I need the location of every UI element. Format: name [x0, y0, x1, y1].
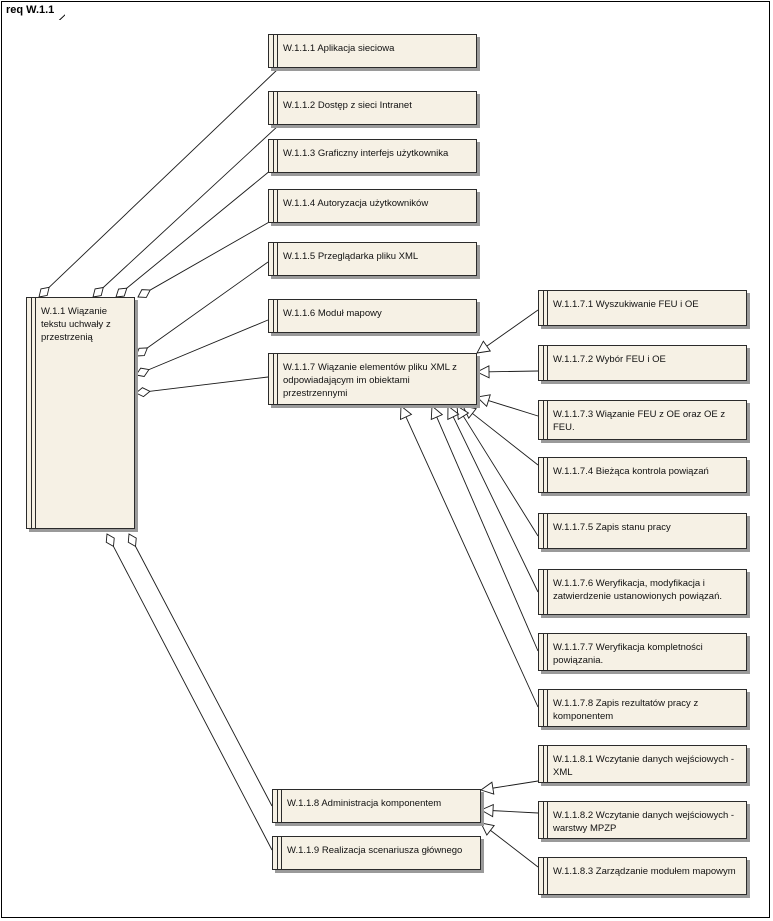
requirement-w-1-1-8-2[interactable]: W.1.1.8.2 Wczytanie danych wejściowych -…	[538, 801, 747, 839]
requirement-label: W.1.1.7.4 Bieżąca kontrola powiązań	[553, 466, 709, 477]
requirement-w-1-1-7-1[interactable]: W.1.1.7.1 Wyszukiwanie FEU i OE	[538, 290, 747, 326]
requirement-w-1-1-7[interactable]: W.1.1.7 Wiązanie elementów pliku XML z o…	[268, 353, 477, 405]
requirement-label: W.1.1.8.3 Zarządzanie modułem mapowym	[553, 866, 736, 877]
refinement-line	[488, 400, 539, 417]
requirement-label: W.1.1.7 Wiązanie elementów pliku XML z o…	[283, 362, 457, 399]
refinement-line	[492, 810, 539, 814]
requirement-label: W.1.1.8 Administracja komponentem	[287, 798, 442, 809]
requirement-w-1-1-6[interactable]: W.1.1.6 Moduł mapowy	[268, 299, 477, 333]
aggregation-line	[147, 261, 269, 349]
refine-arrowhead	[475, 365, 490, 379]
requirement-w-1-1-7-6[interactable]: W.1.1.7.6 Weryfikacja, modyfikacja i zat…	[538, 569, 747, 615]
diagram-title: req W.1.1	[6, 4, 55, 16]
requirement-w-1-1-1[interactable]: W.1.1.1 Aplikacja sieciowa	[268, 34, 477, 68]
aggregation-line	[126, 169, 272, 289]
requirement-label: W.1.1.4 Autoryzacja użytkowników	[283, 198, 429, 209]
requirement-label: W.1.1.7.3 Wiązanie FEU z OE oraz OE z FE…	[553, 409, 726, 433]
requirement-label: W.1.1.7.6 Weryfikacja, modyfikacja i zat…	[553, 578, 722, 602]
requirement-label: W.1.1.7.8 Zapis rezultatów pracy z kompo…	[553, 698, 699, 722]
frame-tab	[1, 1, 65, 20]
refinement-line	[486, 309, 539, 347]
aggregation-line	[149, 220, 272, 291]
aggregation-line	[48, 67, 280, 288]
requirement-w-1-1-7-3[interactable]: W.1.1.7.3 Wiązanie FEU z OE oraz OE z FE…	[538, 400, 747, 440]
requirement-label: W.1.1.7.1 Wyszukiwanie FEU i OE	[553, 299, 699, 310]
requirement-w-1-1-3[interactable]: W.1.1.3 Graficzny interfejs użytkownika	[268, 139, 477, 173]
refinement-line	[436, 416, 539, 652]
refinement-line	[472, 413, 539, 466]
requirement-w-1-1-5[interactable]: W.1.1.5 Przeglądarka pliku XML	[268, 242, 477, 276]
requirement-label: W.1.1 Wiązanie tekstu uchwały z przestrz…	[41, 306, 111, 343]
aggregation-diamond	[38, 286, 50, 298]
refinement-line	[405, 416, 539, 708]
refinement-line	[462, 415, 539, 537]
requirement-label: W.1.1.5 Przeglądarka pliku XML	[283, 251, 419, 262]
requirement-w-1-1-8-3[interactable]: W.1.1.8.3 Zarządzanie modułem mapowym	[538, 857, 747, 895]
refine-arrowhead	[479, 803, 494, 818]
requirement-label: W.1.1.7.7 Weryfikacja kompletności powią…	[553, 642, 703, 666]
requirement-label: W.1.1.6 Moduł mapowy	[283, 308, 382, 319]
aggregation-line	[135, 546, 273, 807]
requirement-label: W.1.1.1 Aplikacja sieciowa	[283, 43, 395, 54]
aggregation-diamond	[105, 533, 115, 548]
requirement-w-1-1-7-8[interactable]: W.1.1.7.8 Zapis rezultatów pracy z kompo…	[538, 689, 747, 727]
refine-arrowhead	[476, 394, 491, 408]
refine-arrowhead	[456, 405, 470, 421]
aggregation-diamond	[127, 533, 137, 548]
requirement-w-1-1-8-1[interactable]: W.1.1.8.1 Wczytanie danych wejściowych -…	[538, 745, 747, 783]
aggregation-diamond	[135, 367, 150, 377]
aggregation-diamond	[135, 387, 151, 398]
requirement-w-1-1-7-5[interactable]: W.1.1.7.5 Zapis stanu pracy	[538, 513, 747, 549]
aggregation-diamond	[137, 289, 151, 298]
aggregation-line	[148, 319, 269, 371]
refine-arrowhead	[480, 781, 495, 795]
refine-arrowhead	[476, 340, 492, 354]
requirement-label: W.1.1.3 Graficzny interfejs użytkownika	[283, 148, 449, 159]
requirement-w-1-1-7-2[interactable]: W.1.1.7.2 Wybór FEU i OE	[538, 345, 747, 381]
requirement-label: W.1.1.7.5 Zapis stanu pracy	[553, 522, 671, 533]
refinement-line	[492, 780, 539, 789]
requirement-label: W.1.1.8.1 Wczytanie danych wejściowych -…	[553, 754, 735, 778]
requirement-w-1-1-7-4[interactable]: W.1.1.7.4 Bieżąca kontrola powiązań	[538, 457, 747, 493]
requirement-w-1-1-8[interactable]: W.1.1.8 Administracja komponentem	[272, 789, 481, 823]
aggregation-diamond	[135, 347, 149, 357]
requirement-w-1-1-7-7[interactable]: W.1.1.7.7 Weryfikacja kompletności powią…	[538, 633, 747, 671]
aggregation-line	[113, 546, 273, 851]
requirement-w-1-1-9[interactable]: W.1.1.9 Realizacja scenariusza głównego	[272, 836, 481, 870]
requirement-w-1-1-2[interactable]: W.1.1.2 Dostęp z sieci Intranet	[268, 91, 477, 125]
aggregation-line	[102, 124, 280, 288]
aggregation-diamond	[92, 286, 104, 298]
requirement-w-1-1-4[interactable]: W.1.1.4 Autoryzacja użytkowników	[268, 189, 477, 223]
refinement-line	[490, 829, 539, 868]
aggregation-diamond	[115, 287, 128, 298]
aggregation-line	[149, 376, 269, 392]
refinement-line	[452, 416, 539, 593]
requirement-label: W.1.1.2 Dostęp z sieci Intranet	[283, 100, 412, 111]
requirement-label: W.1.1.7.2 Wybór FEU i OE	[553, 354, 666, 365]
refine-arrowhead	[480, 822, 495, 836]
requirement-label: W.1.1.9 Realizacja scenariusza głównego	[287, 845, 463, 856]
requirement-w-1-1[interactable]: W.1.1 Wiązanie tekstu uchwały z przestrz…	[26, 297, 135, 529]
requirement-label: W.1.1.8.2 Wczytanie danych wejściowych -…	[553, 810, 735, 834]
refinement-line	[488, 370, 539, 373]
